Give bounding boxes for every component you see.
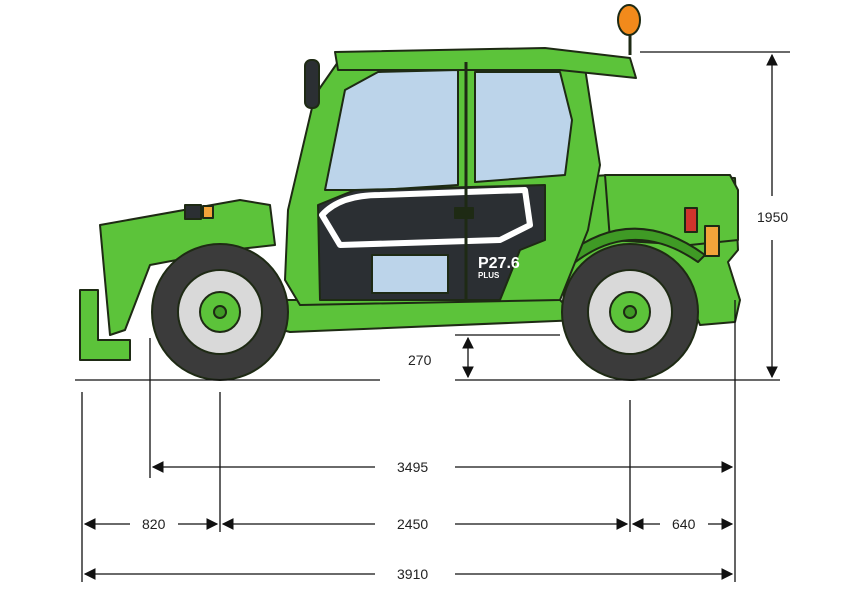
dim-value-overall-length: 3910 — [397, 566, 428, 582]
rear-wheel — [561, 243, 699, 381]
front-indicator — [202, 205, 214, 219]
model-label: P27.6 — [478, 255, 520, 272]
beacon-light — [617, 4, 641, 36]
dim-value-ground-clearance: 270 — [408, 352, 432, 368]
cab-decal-stripe — [319, 187, 533, 248]
dim-value-rear-overhang: 640 — [672, 516, 696, 532]
rear-mudguard — [559, 227, 706, 269]
dim-value-height: 1950 — [757, 209, 788, 225]
door-handle — [454, 207, 474, 219]
dim-value-wheelbase: 2450 — [397, 516, 428, 532]
dimension-annotations — [75, 51, 790, 582]
telehandler-vehicle: P27.6 PLUS — [79, 4, 741, 361]
cab-lower-window — [371, 254, 449, 294]
model-sublabel: PLUS — [478, 271, 500, 280]
tail-light-amber — [704, 225, 720, 257]
cab-rear-window — [474, 71, 573, 183]
fork-carriage — [79, 289, 131, 361]
tail-light-red — [684, 207, 698, 233]
dim-value-length-without-forks: 3495 — [397, 459, 428, 475]
front-wheel — [151, 243, 289, 381]
dim-value-front-overhang: 820 — [142, 516, 166, 532]
side-mirror — [304, 59, 320, 109]
front-headlight — [184, 204, 202, 220]
cab-roof — [334, 47, 637, 79]
chassis — [244, 299, 581, 333]
